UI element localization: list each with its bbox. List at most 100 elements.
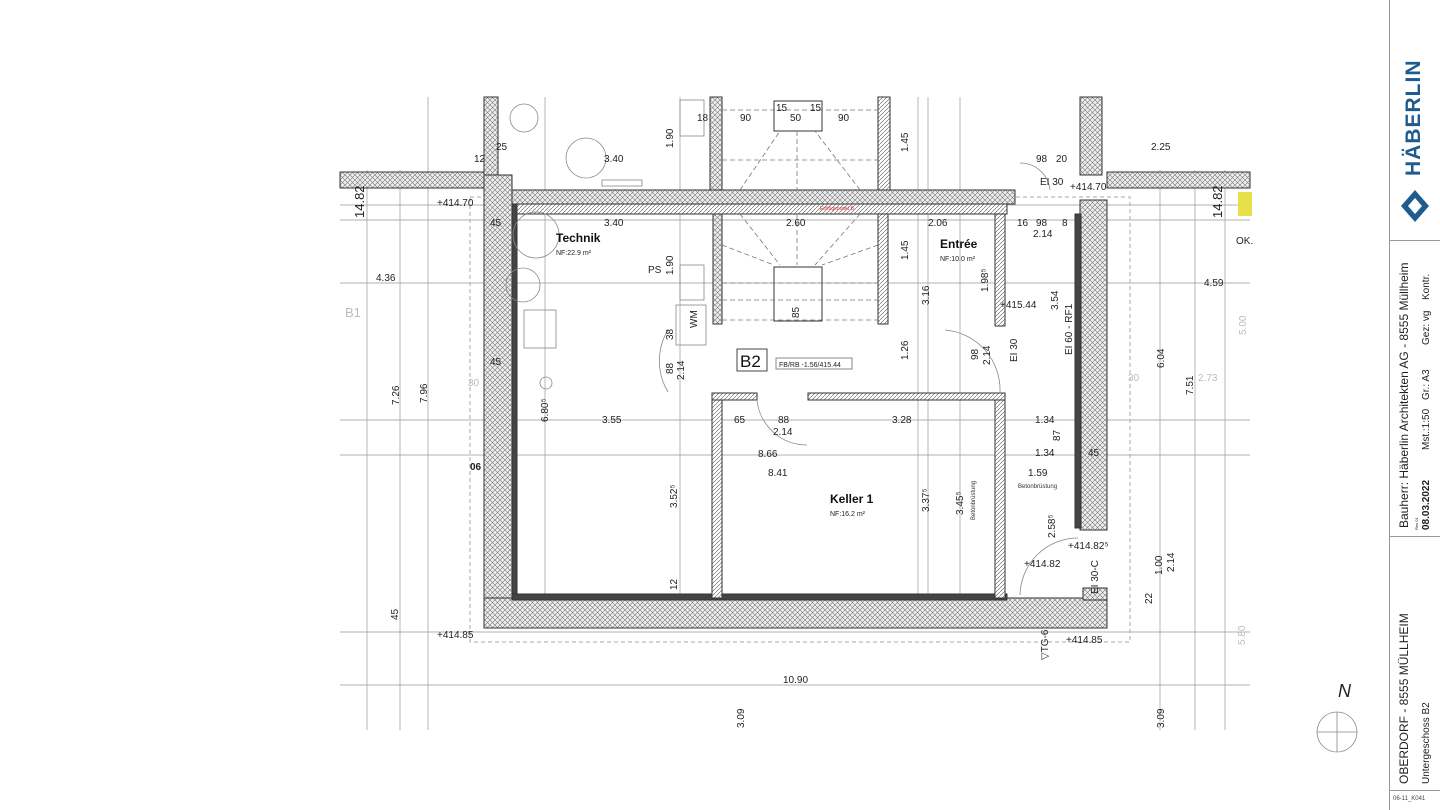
- dimension: 16: [1017, 218, 1029, 229]
- title-block: HÄBERLIN Bauherr: Häberlin Architekten A…: [1389, 0, 1440, 810]
- marker-yellow: [1238, 192, 1252, 216]
- dimension: 1.90: [665, 128, 676, 148]
- dimension: 6.04: [1156, 348, 1167, 368]
- dimension: 5.00: [1238, 315, 1249, 335]
- dimension: 98: [1036, 218, 1048, 229]
- label-ps: PS: [648, 265, 662, 276]
- dimension: 98: [970, 348, 981, 360]
- dimension: 1.45: [900, 132, 911, 152]
- level-note-box: [775, 357, 853, 370]
- level-note: FB/RB -1.56/415.44: [779, 362, 841, 369]
- dimension: 5.80: [1237, 625, 1248, 645]
- room-entree-area: NF:10.0 m²: [940, 256, 976, 263]
- dimension: 1.26: [900, 340, 911, 360]
- floor-plan: B2 FB/RB -1.56/415.44 Technik NF:22.9 m²…: [339, 96, 1358, 753]
- elevation-label: +414.85: [1066, 635, 1103, 646]
- drawing-title: Untergeschoss B2: [1421, 702, 1432, 784]
- date: 08.03.2022: [1421, 479, 1432, 530]
- dimension: 65: [734, 415, 746, 426]
- checked-by: Kontr.: [1421, 273, 1432, 300]
- dimension: 3.28: [892, 415, 912, 426]
- elevation-label: +414.82⁵: [1068, 541, 1109, 552]
- dimension: 2.14: [676, 360, 687, 380]
- elevation-label: +414.82: [1024, 559, 1061, 570]
- dimension: 4.59: [1204, 278, 1224, 289]
- dimension: 85: [791, 306, 802, 318]
- dimension: 6.80⁵: [540, 398, 551, 422]
- dimension: 22: [1144, 592, 1155, 604]
- dimension: 20: [1056, 154, 1068, 165]
- dimension: 3.55: [602, 415, 622, 426]
- dimension: 2.14: [1033, 229, 1053, 240]
- dimension: 1.34: [1035, 415, 1055, 426]
- dimension: 10.90: [783, 675, 808, 686]
- haeberlin-logo-icon: [1401, 190, 1429, 222]
- dimension: 98: [1036, 154, 1048, 165]
- dimension: 15: [776, 103, 788, 114]
- dimension: 1.45: [900, 240, 911, 260]
- project-name: OBERDORF - 8555 MÜLLHEIM: [1397, 613, 1411, 784]
- dimension: 3.45⁵: [955, 491, 966, 515]
- drawn-by: Gez: vg: [1421, 310, 1432, 345]
- client-cell: Bauherr: Häberlin Architekten AG - 8555 …: [1390, 240, 1440, 537]
- dimension: 38: [665, 328, 676, 340]
- room-technik-area: NF:22.9 m²: [556, 250, 592, 257]
- dimension: 30: [468, 378, 480, 389]
- room-entree-name: Entrée: [940, 237, 978, 251]
- label-ok: OK.: [1236, 236, 1253, 247]
- dimension: 45: [390, 608, 401, 620]
- dimension: 25: [496, 142, 508, 153]
- dimension: 3.54: [1050, 290, 1061, 310]
- elevation-label: +414.70: [437, 198, 474, 209]
- dimension: 90: [838, 113, 850, 124]
- walls: [483, 96, 1108, 629]
- dimension: 87: [1052, 429, 1063, 441]
- dimension: 7.26: [391, 385, 402, 405]
- client: Bauherr: Häberlin Architekten AG - 8555 …: [1397, 262, 1411, 528]
- dimension: 45: [490, 357, 502, 368]
- dimension: 2.25: [1151, 142, 1171, 153]
- misc-labels: PS WM B1 06 OK. Betonbrüstung Betonbrüst…: [345, 177, 1352, 701]
- room-keller-area: NF:16.2 m²: [830, 511, 866, 518]
- logo-cell: HÄBERLIN: [1390, 0, 1440, 241]
- dimension: 3.16: [921, 285, 932, 305]
- dimension: 3.40: [604, 218, 624, 229]
- label-wm: WM: [689, 310, 700, 328]
- dimension: 1.34: [1035, 448, 1055, 459]
- room-technik-name: Technik: [556, 231, 601, 245]
- dimension: 7.51: [1185, 375, 1196, 395]
- dimension: 2.14: [773, 427, 793, 438]
- dimension: 30: [1128, 373, 1140, 384]
- brand-name: HÄBERLIN: [1402, 59, 1425, 177]
- label-ei30-side: EI 30: [1009, 338, 1020, 362]
- tank-circle: [565, 137, 607, 179]
- dimension: 3.09: [1156, 708, 1167, 728]
- dimension: 7.96: [419, 383, 430, 403]
- label-tg6: ▽TG-6: [1040, 629, 1051, 660]
- dimension: 1.98⁵: [980, 268, 991, 292]
- label-axis-06: 06: [470, 462, 482, 473]
- dimension: 14.82: [1210, 185, 1225, 218]
- elevation-label: +414.70: [1070, 182, 1107, 193]
- label-betonbruestung-2: Betonbrüstung: [971, 481, 977, 520]
- dimension: 88: [665, 362, 676, 374]
- dimension: 8.66: [758, 449, 778, 460]
- dimension: 14.82: [352, 185, 367, 218]
- label-betonbruestung-1: Betonbrüstung: [1018, 484, 1057, 490]
- north-label: N: [1338, 681, 1352, 701]
- fixtures: [505, 99, 1358, 753]
- label-ei30-door: EI 30: [1040, 177, 1064, 188]
- elevation-label: +414.85: [437, 630, 474, 641]
- label-ei60: EI 60 - RF1: [1064, 303, 1075, 355]
- dimension: 15: [810, 103, 822, 114]
- dimension: 3.37⁵: [921, 488, 932, 512]
- dimension: 88: [778, 415, 790, 426]
- level-box: [736, 348, 768, 372]
- dimension: 2.14: [1166, 552, 1177, 572]
- dimension: 18: [697, 113, 709, 124]
- exterior-slab-right: [1106, 171, 1251, 189]
- dimension: 8.41: [768, 468, 788, 479]
- dimension: 8: [1062, 218, 1068, 229]
- dimension: 12: [474, 154, 486, 165]
- label-ei30c: EI 30-C: [1090, 560, 1101, 594]
